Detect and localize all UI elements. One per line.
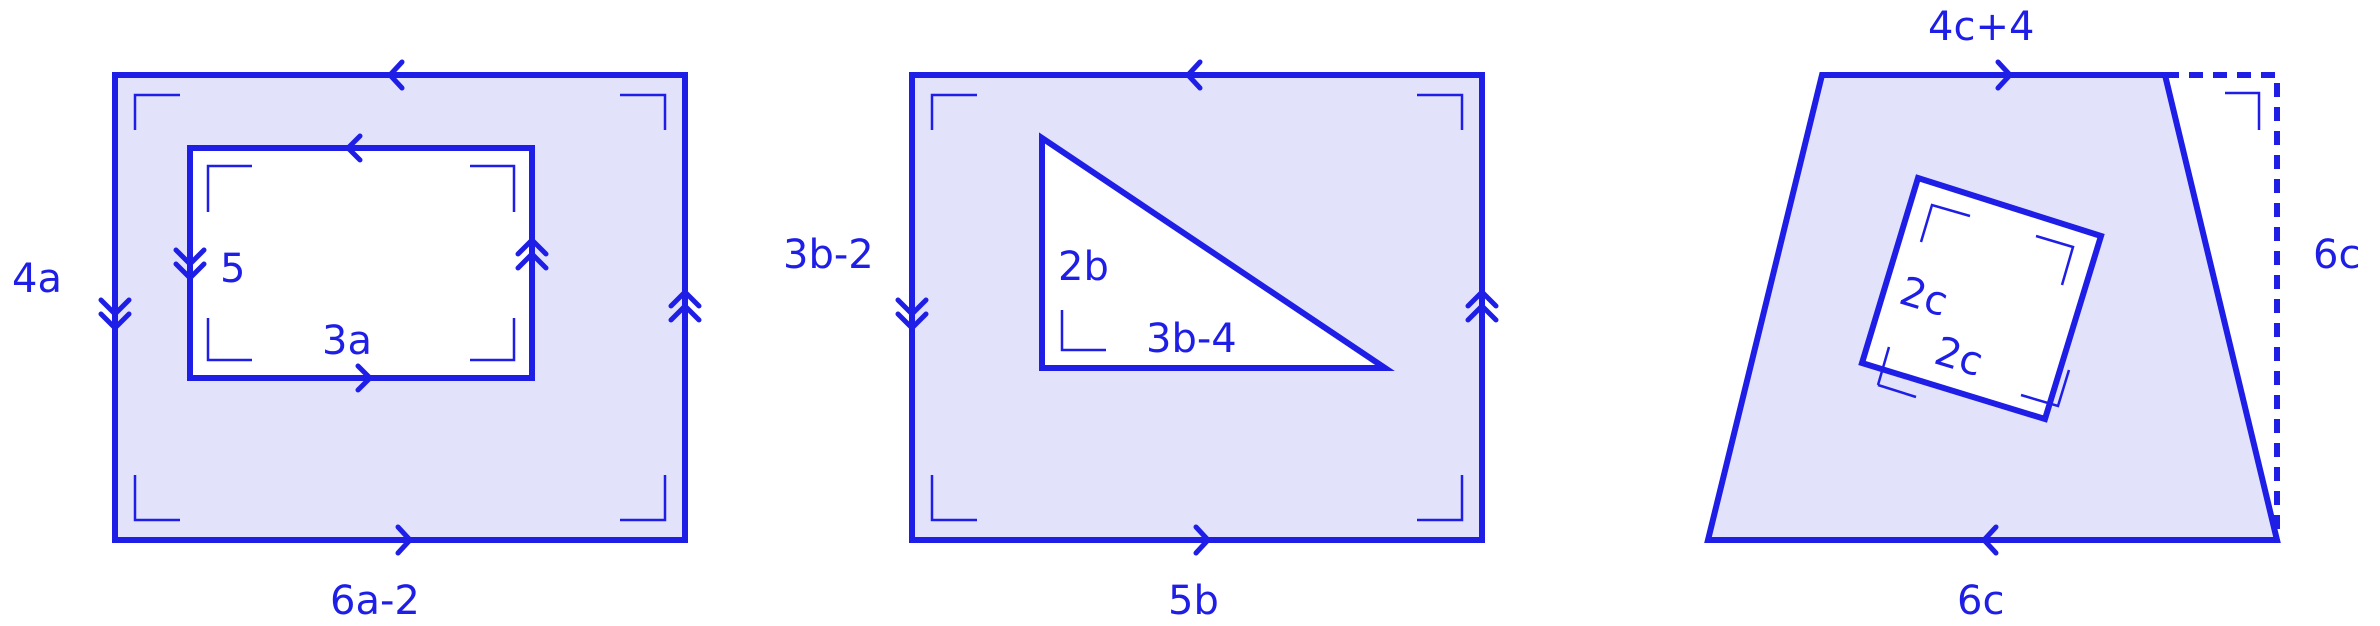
triangle-hole	[1039, 132, 1395, 371]
figure-rectangle-with-hole: 4a 6a-2 5 3a	[12, 59, 702, 624]
inner-bottom-arrow	[355, 363, 373, 393]
label-outer-bottom: 5b	[1168, 578, 1219, 624]
inner-rectangle-hole	[187, 145, 535, 381]
label-inner-bottom: 3a	[322, 318, 372, 364]
label-top: 4c+4	[1928, 4, 2034, 50]
outer-right-double-arrow	[668, 289, 702, 323]
outer-left-double-arrow	[98, 297, 132, 331]
inner-top-arrow	[345, 133, 363, 163]
inner-left-double-arrow	[173, 247, 207, 281]
square-right-angle-marks	[1876, 203, 2075, 408]
outer-right-angle-marks	[930, 93, 1464, 522]
label-outer-left: 4a	[12, 256, 62, 302]
label-outer-left: 3b-2	[783, 232, 874, 278]
outer-top-arrow	[1185, 59, 1203, 91]
label-height: 6c	[2313, 232, 2360, 278]
label-outer-bottom: 6a-2	[330, 578, 420, 624]
figure-trapezoid-with-square: 4c+4 6c 6c 2c 2c	[1704, 4, 2360, 624]
bottom-arrow	[1981, 524, 1999, 556]
outer-top-arrow	[387, 59, 405, 91]
inner-right-double-arrow	[515, 237, 549, 271]
height-right-angle-mark	[2225, 91, 2261, 130]
outer-right-angle-marks	[133, 93, 667, 522]
top-arrow	[1995, 59, 2013, 91]
figure-rectangle-with-triangle: 3b-2 5b 2b 3b-4	[783, 59, 1499, 624]
label-triangle-base: 3b-4	[1146, 316, 1237, 362]
inner-right-angle-marks	[206, 164, 516, 362]
label-bottom: 6c	[1957, 578, 2004, 624]
outer-left-double-arrow	[895, 297, 929, 331]
outer-bottom-arrow	[1193, 524, 1211, 556]
label-triangle-leg: 2b	[1058, 244, 1109, 290]
outer-right-double-arrow	[1465, 289, 1499, 323]
label-inner-left: 5	[220, 246, 245, 292]
triangle-right-angle-mark	[1060, 310, 1106, 352]
height-dashed-line	[2165, 72, 2280, 540]
outer-bottom-arrow	[395, 524, 413, 556]
